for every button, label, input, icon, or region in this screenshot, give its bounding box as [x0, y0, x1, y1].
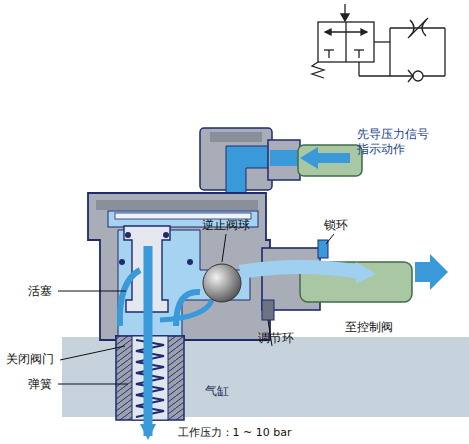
cylinder-label: 气缸	[205, 384, 229, 399]
closing-valve-label: 关闭阀门	[6, 352, 54, 367]
spring-label: 弹簧	[28, 377, 52, 392]
pilot-signal-label: 先导压力信号 指示动作	[357, 127, 435, 157]
outlet-label: 至控制阀	[345, 320, 393, 335]
piston-label: 活塞	[28, 284, 52, 299]
lock-ring-label: 锁环	[324, 218, 348, 233]
caption: 工作压力：1 ~ 10 bar	[0, 426, 469, 440]
check-ball-label: 逆止阀球	[202, 218, 250, 233]
adjust-ring-label: 调节环	[258, 331, 294, 346]
cylinder-band: 气缸	[62, 337, 469, 417]
